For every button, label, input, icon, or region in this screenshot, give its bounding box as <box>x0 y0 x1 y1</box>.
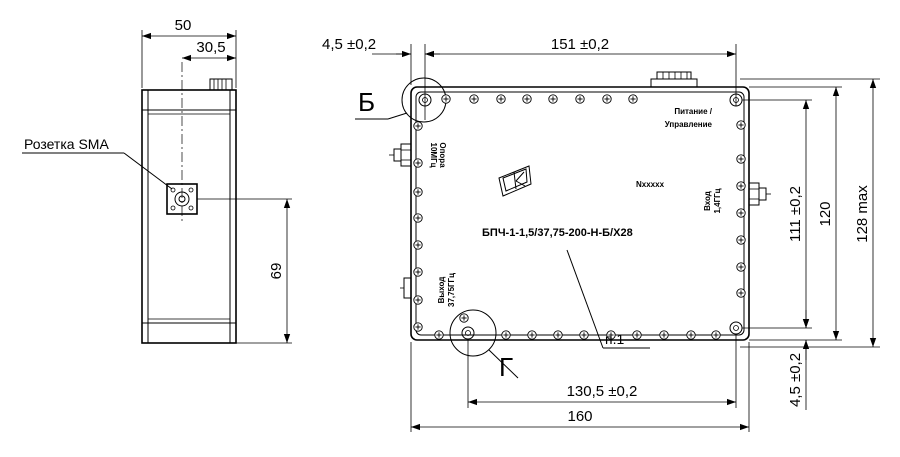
power-connector-icon <box>650 71 698 88</box>
label-ref-1: Опора <box>438 142 447 168</box>
label-in-2: 1,4ГГц <box>713 188 722 213</box>
label-out-2: 37,75ГГц <box>447 273 456 307</box>
dim-151: 151 ±0,2 <box>551 36 609 53</box>
connector-label: Розетка SMA <box>24 136 109 152</box>
label-out-1: Выход <box>437 277 446 304</box>
company-logo-icon <box>498 165 532 197</box>
input-sma-connector-icon <box>748 182 771 206</box>
model-name: БПЧ-1-1,5/37,75-200-Н-Б/Х28 <box>482 227 633 239</box>
callout-g: Г <box>499 352 513 382</box>
label-power-1: Питание / <box>674 107 712 116</box>
label-in-1: Вход <box>703 191 712 211</box>
dim-111: 111 ±0,2 <box>787 186 804 242</box>
dim-160: 160 <box>567 408 592 425</box>
dim-120: 120 <box>817 201 834 226</box>
dim-50: 50 <box>175 17 192 34</box>
dim-4-5-top: 4,5 ±0,2 <box>322 36 376 53</box>
dim-128-max: 128 max <box>854 185 871 243</box>
main-view <box>355 44 880 432</box>
label-ref-2: 10МГц <box>429 142 438 167</box>
dim-30-5: 30,5 <box>196 39 225 56</box>
dim-69: 69 <box>268 263 285 280</box>
callout-b: Б <box>358 87 375 117</box>
label-power-2: Управление <box>665 120 713 129</box>
ref-sma-connector-icon <box>389 143 412 167</box>
note-ref: п.1 <box>605 331 624 347</box>
side-view <box>22 30 292 344</box>
dim-4-5-bottom: 4,5 ±0,2 <box>787 353 804 407</box>
dim-130-5: 130,5 ±0,2 <box>567 383 638 400</box>
serial-number: Nxxxxx <box>636 180 665 189</box>
